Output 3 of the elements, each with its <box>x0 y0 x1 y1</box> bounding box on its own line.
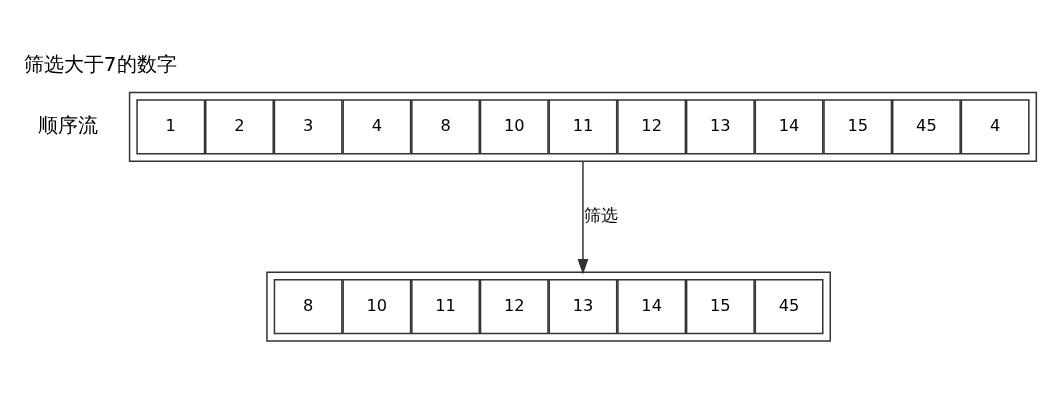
edge-label: 筛选 <box>584 205 619 226</box>
label: 顺序流 <box>38 112 99 137</box>
diagram-title: 筛选大于7的数字 <box>23 51 177 76</box>
